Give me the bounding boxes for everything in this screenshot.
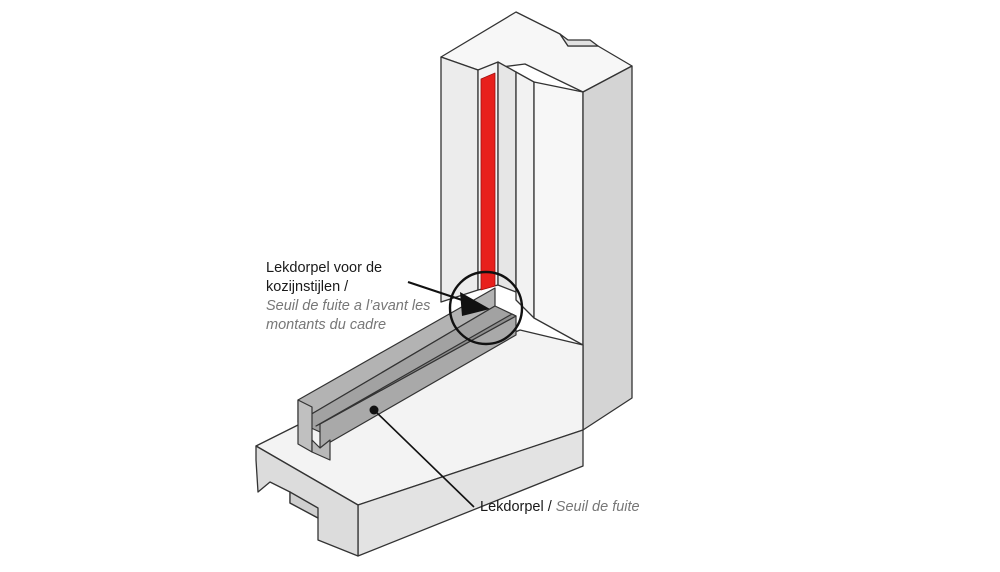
callout-arrowhead	[460, 292, 490, 316]
frame-jamb	[440, 11, 633, 431]
seal-strip	[480, 72, 496, 291]
label-front-sill-nl-2: kozijnstijlen /	[266, 279, 349, 295]
callout-leader-line	[373, 409, 475, 508]
label-sill: Lekdorpel / Seuil de fuite	[480, 498, 640, 517]
label-front-sill-fr-1: Seuil de fuite a l’avant les	[266, 298, 431, 314]
label-sill-fr: Seuil de fuite	[555, 499, 640, 515]
frame-sill	[255, 329, 584, 557]
label-sill-nl: Lekdorpel /	[480, 499, 552, 515]
label-front-sill-fr-2: montants du cadre	[266, 317, 387, 333]
callout-circle	[448, 270, 524, 346]
label-front-sill-nl-1: Lekdorpel voor de	[266, 260, 383, 276]
callout-sill	[369, 405, 475, 508]
label-front-sill: Lekdorpel voor de kozijnstijlen / Seuil …	[266, 259, 430, 335]
leak-sill-channel	[297, 287, 517, 461]
callout-arrow-line	[407, 280, 469, 304]
callout-front-sill	[407, 270, 524, 346]
